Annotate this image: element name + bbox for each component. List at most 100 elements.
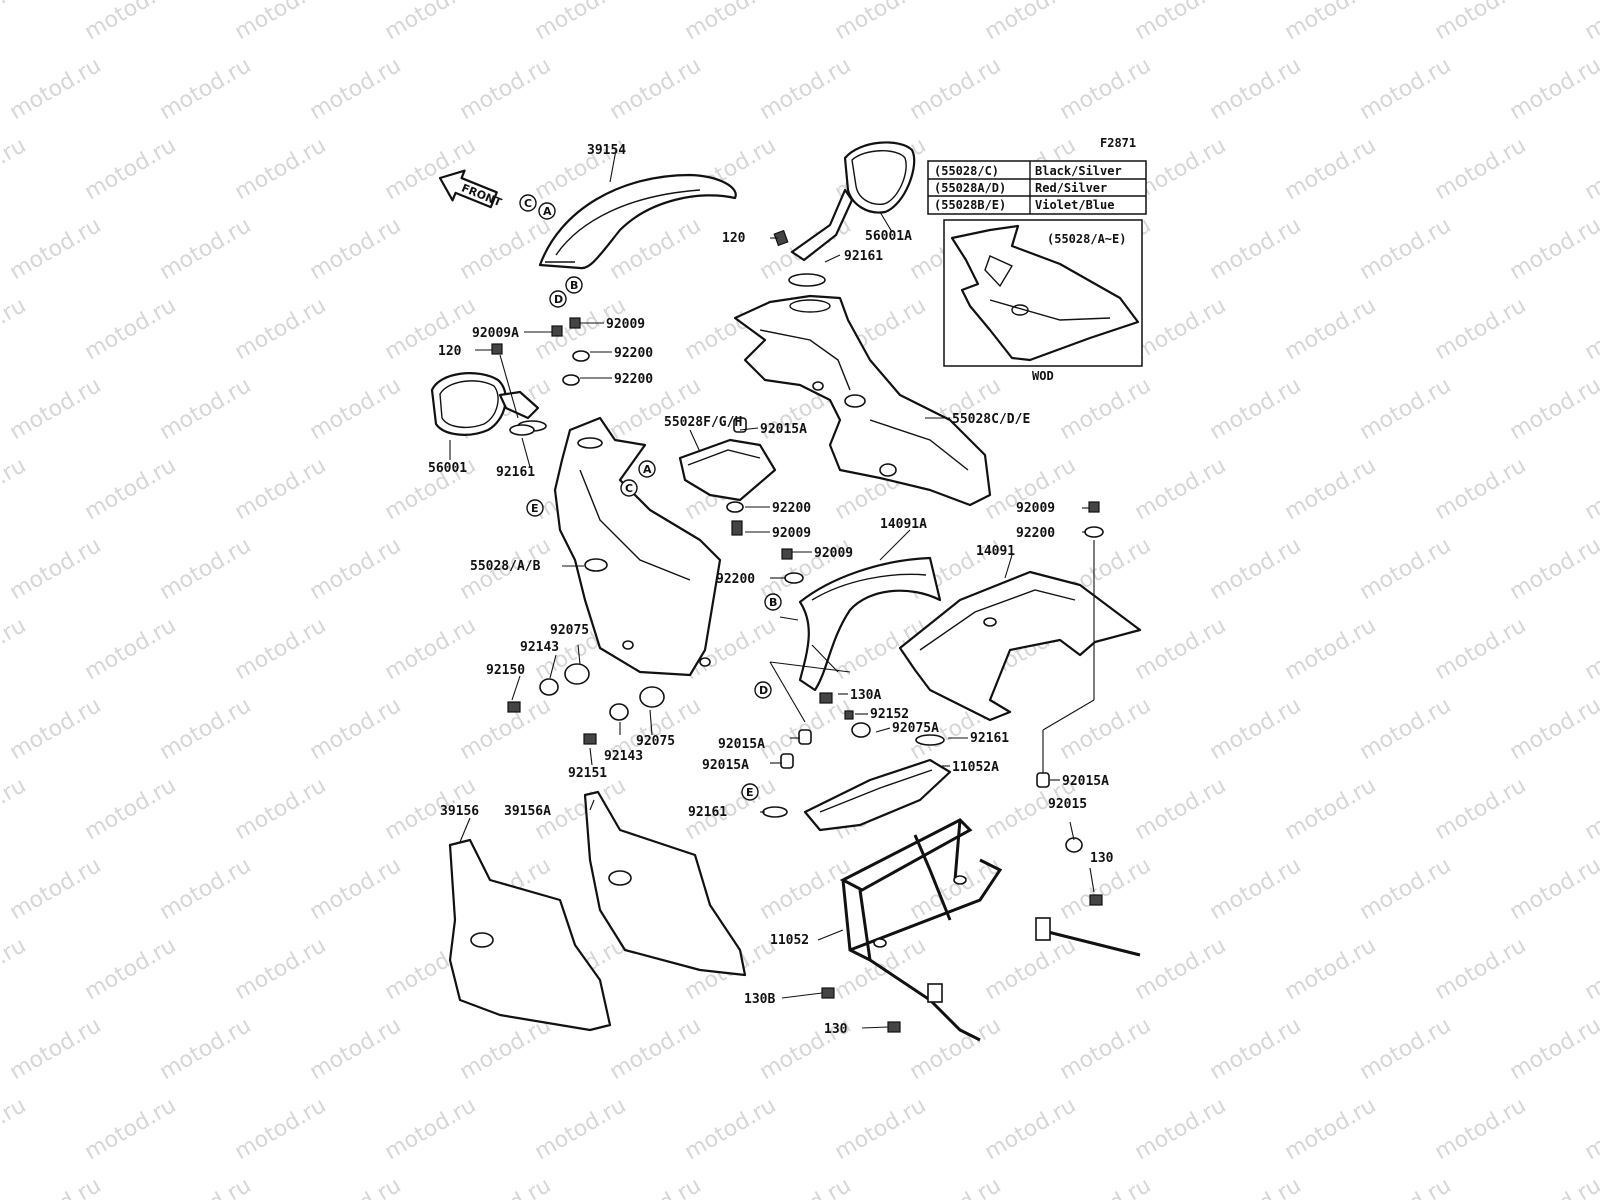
label-92009-3: 92009 (814, 546, 853, 561)
watermark-text: motod.ru (1131, 933, 1231, 1005)
watermark-text: motod.ru (1131, 293, 1231, 365)
callout-b-mid: B (764, 593, 782, 611)
watermark-text: motod.ru (1356, 373, 1456, 445)
svg-text:B: B (769, 596, 777, 609)
watermark-text: motod.ru (456, 53, 556, 125)
label-92200-3: 92200 (772, 501, 811, 516)
watermark-text: motod.ru (306, 1013, 406, 1085)
watermark-text: motod.ru (756, 853, 856, 925)
bracket-a-part (803, 758, 952, 832)
watermark-text: motod.ru (381, 0, 481, 45)
watermark-text: motod.ru (1506, 53, 1600, 125)
watermark-text: motod.ru (606, 1013, 706, 1085)
watermark-text: motod.ru (0, 0, 30, 45)
watermark-text: motod.ru (0, 453, 30, 525)
frame-bracket-part (839, 818, 1141, 1042)
watermark-text: motod.ru (1431, 773, 1531, 845)
watermark-text: motod.ru (456, 1173, 556, 1200)
label-92009-2: 92009 (772, 526, 811, 541)
label-92200-4: 92200 (716, 572, 755, 587)
watermark-text: motod.ru (681, 0, 781, 45)
label-92151: 92151 (568, 766, 607, 781)
watermark-text: motod.ru (1506, 213, 1600, 285)
watermark-text: motod.ru (831, 1093, 931, 1165)
label-14091a: 14091A (880, 517, 927, 532)
label-39156a: 39156A (504, 804, 551, 819)
watermark-text: motod.ru (1206, 213, 1306, 285)
watermark-text: motod.ru (831, 0, 931, 45)
windscreen-part (538, 173, 737, 270)
callout-a-mid: A (638, 460, 656, 478)
callout-c-top: C (519, 194, 537, 212)
watermark-text: motod.ru (81, 1093, 181, 1165)
watermark-text: motod.ru (1356, 533, 1456, 605)
watermark-text: motod.ru (1356, 1173, 1456, 1200)
label-92143-1: 92143 (520, 640, 559, 655)
watermark-text: motod.ru (1581, 133, 1600, 205)
watermark-text: motod.ru (306, 853, 406, 925)
callout-b-top: B (565, 276, 583, 294)
label-39154: 39154 (587, 143, 626, 158)
label-92015a-2: 92015A (718, 737, 765, 752)
label-92015a-4: 92015A (1062, 774, 1109, 789)
watermark-text: motod.ru (81, 453, 181, 525)
watermark-text: motod.ru (156, 53, 256, 125)
watermark-text: motod.ru (81, 293, 181, 365)
label-92200-1: 92200 (614, 346, 653, 361)
watermark-text: motod.ru (1356, 213, 1456, 285)
watermark-text: motod.ru (1581, 933, 1600, 1005)
watermark-text: motod.ru (0, 133, 30, 205)
watermark-text: motod.ru (756, 693, 856, 765)
watermark-text: motod.ru (6, 1013, 106, 1085)
watermark-text: motod.ru (381, 613, 481, 685)
label-92075-1: 92075 (550, 623, 589, 638)
label-92015: 92015 (1048, 797, 1087, 812)
watermark-text: motod.ru (1206, 533, 1306, 605)
label-120-top: 120 (722, 231, 746, 246)
label-130-bottom: 130 (824, 1022, 848, 1037)
upper-cowl-part (733, 294, 992, 507)
watermark-text: motod.ru (1506, 853, 1600, 925)
watermark-text: motod.ru (1431, 0, 1531, 45)
watermark-text: motod.ru (1056, 373, 1156, 445)
watermark-text: motod.ru (156, 693, 256, 765)
inner-panel-part (678, 438, 777, 502)
watermark-text: motod.ru (1356, 693, 1456, 765)
watermark-text: motod.ru (1281, 133, 1381, 205)
watermark-text: motod.ru (231, 133, 331, 205)
callout-a-top: A (538, 202, 556, 220)
inset-caption: WOD (1032, 369, 1054, 383)
watermark-text: motod.ru (1506, 693, 1600, 765)
watermark-text: motod.ru (231, 293, 331, 365)
watermark-text: motod.ru (0, 293, 30, 365)
watermark-text: motod.ru (1131, 1093, 1231, 1165)
inner-panel-39156-part (448, 838, 612, 1032)
callout-c-mid: C (620, 479, 638, 497)
watermark-text: motod.ru (1506, 533, 1600, 605)
watermark-text: motod.ru (306, 373, 406, 445)
color-code-2: (55028A/D) (934, 181, 1006, 195)
label-92161-mid: 92161 (970, 731, 1009, 746)
label-120-left: 120 (438, 344, 462, 359)
watermark-text: motod.ru (306, 213, 406, 285)
svg-text:D: D (759, 684, 768, 697)
watermark-text: motod.ru (1281, 0, 1381, 45)
watermark-text: motod.ru (6, 693, 106, 765)
label-92161-left: 92161 (496, 465, 535, 480)
watermark-text: motod.ru (0, 1093, 30, 1165)
watermark-text: motod.ru (1056, 53, 1156, 125)
label-92075a: 92075A (892, 721, 939, 736)
watermark-text: motod.ru (1206, 1173, 1306, 1200)
watermark-text: motod.ru (1281, 613, 1381, 685)
watermark-text: motod.ru (306, 693, 406, 765)
label-92009-1: 92009 (606, 317, 645, 332)
label-92143-2: 92143 (604, 749, 643, 764)
color-table: (55028/C) Black/Silver (55028A/D) Red/Si… (927, 160, 1147, 215)
inset-panel: (55028/A~E) WOD (943, 219, 1143, 383)
watermark-text: motod.ru (1281, 453, 1381, 525)
watermark-text: motod.ru (1431, 453, 1531, 525)
callout-markers: C A B D A C E B D E (519, 194, 782, 801)
svg-text:E: E (746, 786, 754, 799)
watermark-text: motod.ru (306, 533, 406, 605)
